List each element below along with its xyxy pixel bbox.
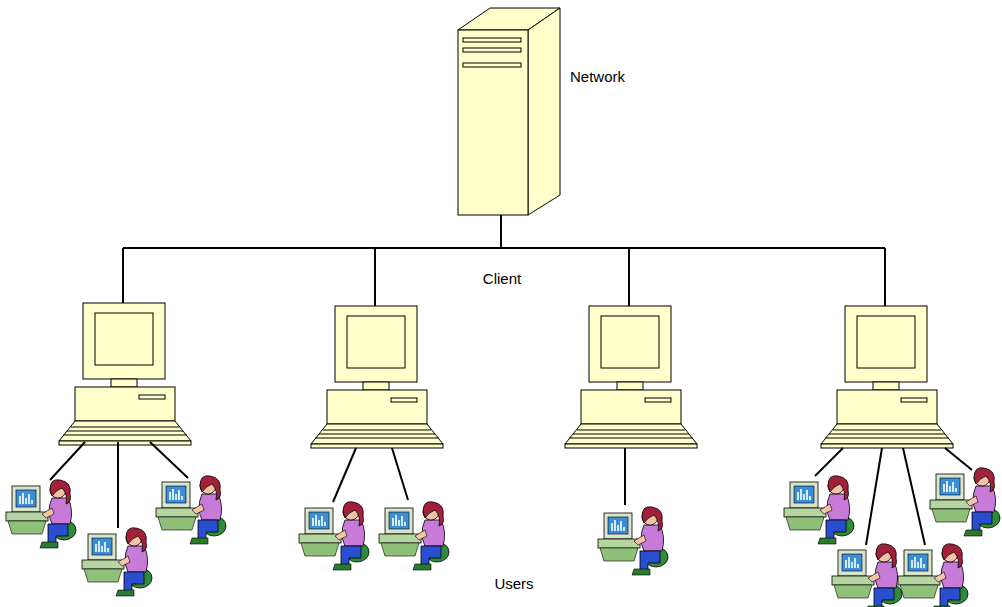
user-icon (898, 544, 968, 607)
user-icon (379, 502, 449, 570)
caption-label: Users (494, 575, 533, 593)
client-computer (311, 306, 443, 448)
user-icon (82, 528, 152, 596)
network-wiring (123, 215, 885, 306)
client-computer (821, 306, 953, 448)
user-icon (832, 544, 902, 607)
user-icon (784, 476, 854, 544)
user-icon (6, 480, 76, 548)
user-icon (156, 476, 226, 544)
caption-label: Network (570, 68, 625, 86)
user-icon (598, 507, 668, 575)
user-icon (930, 468, 1000, 536)
user-links (50, 442, 972, 545)
client-computer (565, 306, 697, 448)
user-icon (299, 502, 369, 570)
server-tower (458, 8, 560, 215)
caption-label: Client (483, 270, 521, 288)
client-computer (59, 303, 191, 445)
